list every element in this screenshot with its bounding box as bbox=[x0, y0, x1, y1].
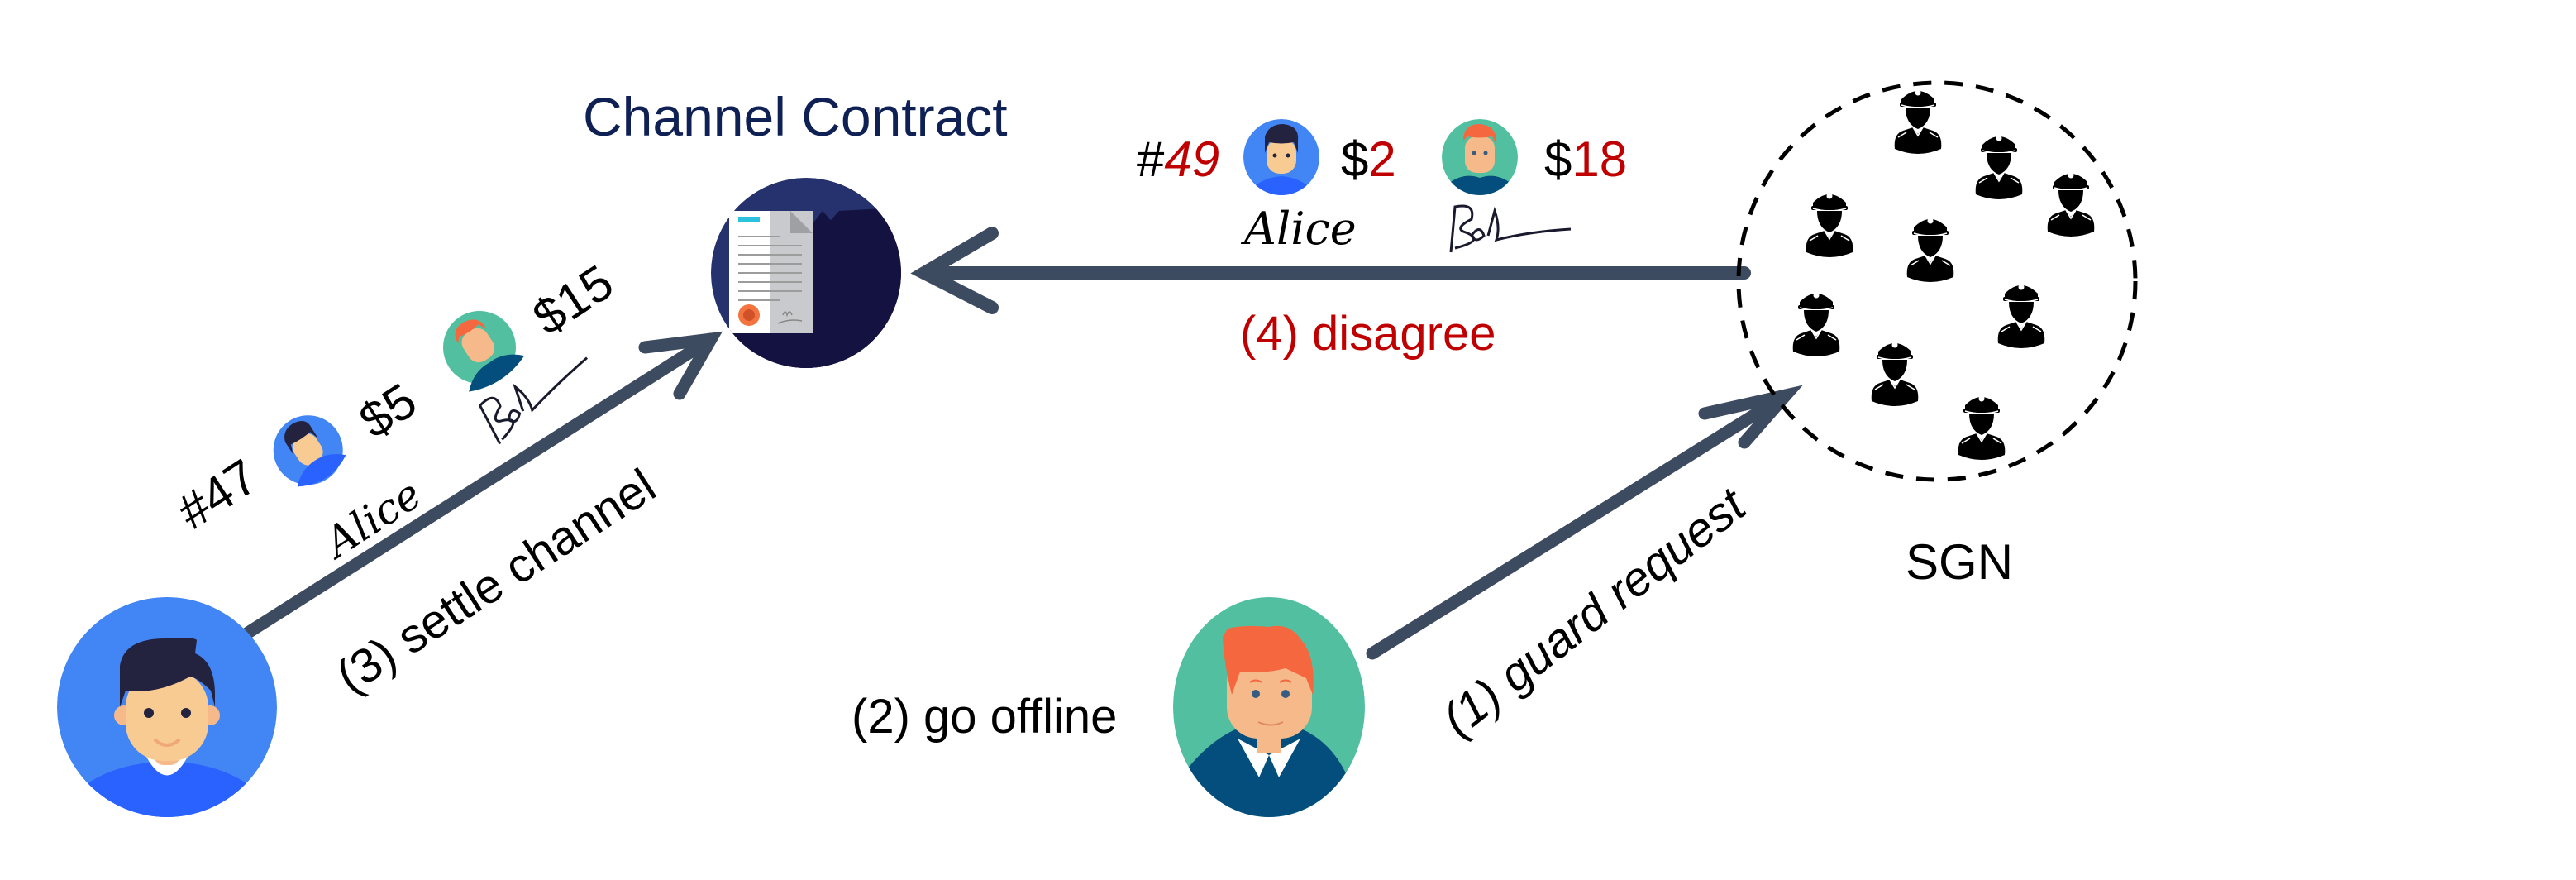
bob-small-avatar-icon bbox=[1442, 119, 1518, 195]
bob-small-avatar-icon bbox=[443, 311, 525, 392]
step-2-label: (2) go offline bbox=[852, 690, 1118, 744]
guard-icon bbox=[1805, 192, 1854, 258]
arrow-settle-channel bbox=[241, 331, 723, 639]
alice-small-avatar-icon bbox=[1243, 119, 1319, 195]
guard-icon bbox=[1870, 341, 1920, 407]
seq-prefix: # bbox=[1137, 132, 1165, 187]
guard-icon bbox=[1974, 134, 2024, 200]
step-4-label: (4) disagree bbox=[1240, 307, 1496, 361]
alice-avatar-icon bbox=[57, 597, 277, 817]
bob-amount-disagree: $18 bbox=[1544, 132, 1628, 187]
arrow-disagree bbox=[910, 227, 1751, 314]
arrow-guard-request bbox=[1366, 385, 1803, 660]
guard-icon bbox=[1957, 395, 2006, 461]
alice-amount-disagree: $2 bbox=[1341, 132, 1396, 187]
guard-icons bbox=[1791, 88, 2096, 461]
contract-document-icon bbox=[711, 178, 901, 368]
seq-number: 49 bbox=[1164, 132, 1220, 187]
guard-icon bbox=[1996, 283, 2046, 349]
bob-avatar-icon bbox=[1173, 597, 1365, 817]
sgn-label: SGN bbox=[1906, 534, 2014, 590]
contract-title: Channel Contract bbox=[583, 86, 1008, 147]
guard-icon bbox=[1893, 88, 1943, 155]
bob-signature bbox=[1449, 204, 1572, 253]
guard-icon bbox=[1906, 217, 1955, 283]
state-disagree: #49 bbox=[1137, 135, 1219, 184]
sgn-boundary bbox=[1736, 80, 2138, 482]
alice-signature: Alice bbox=[1244, 203, 1357, 255]
alice-small-avatar-icon bbox=[273, 415, 346, 487]
guard-icon bbox=[1791, 291, 1841, 357]
guard-icon bbox=[2046, 171, 2096, 237]
bob-signature-settle bbox=[478, 356, 589, 445]
